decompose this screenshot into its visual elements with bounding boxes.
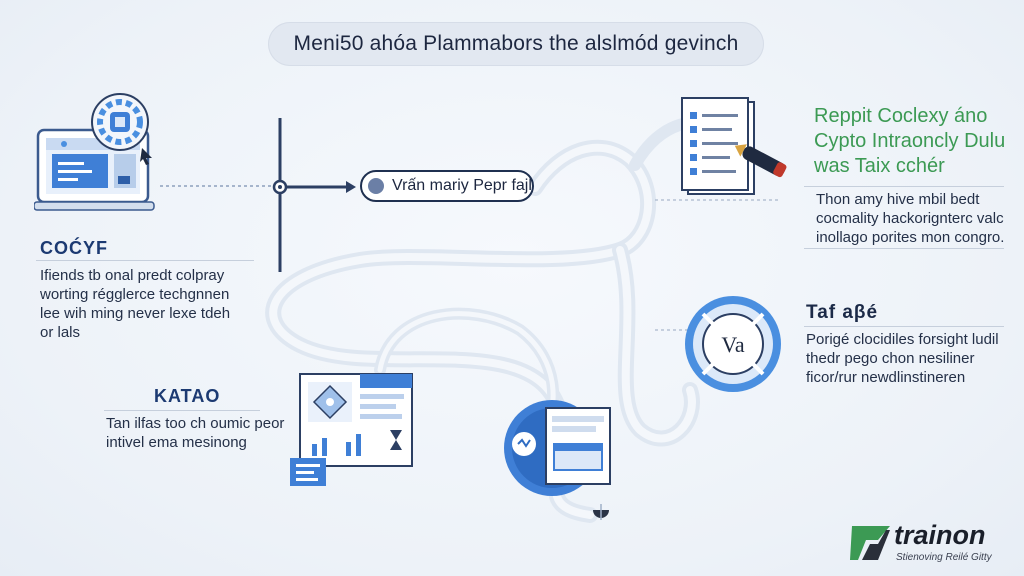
left-top-rule <box>36 260 254 261</box>
user-avatar-icon <box>368 178 384 194</box>
text-line: inollago porites mon congro. <box>816 229 1005 246</box>
left-bottom-heading: KATAO <box>154 386 221 406</box>
text-line: ficor/rur newdlinstineren <box>806 369 966 386</box>
hourglass-icon <box>390 430 402 450</box>
right-mid-heading: Taf aβé <box>806 302 879 323</box>
heading-line: was Taix cchér <box>814 155 945 177</box>
right-mid-text: Porigé clocidiles forsight ludil thedr p… <box>806 330 1016 387</box>
right-top-rule-bottom <box>804 248 1004 249</box>
cursor-icon <box>140 148 152 165</box>
text-line: cocmality hackorignterc valc <box>816 210 1004 227</box>
center-label-text: Vrấn mariy Pepr fajl <box>392 177 532 194</box>
circle-badge: Va <box>685 296 781 392</box>
right-top-text: Thon amy hive mbil bedt cocmality hackor… <box>816 190 1016 247</box>
brand-mark-icon <box>850 526 890 560</box>
right-top-heading: Reppit Coclexy áno Cypto Intraoncly Dulu… <box>814 104 1005 179</box>
badge-text: Va <box>721 332 744 357</box>
left-bottom-text: Tan ilfas too ch oumic peor intivel ema … <box>106 414 306 452</box>
heading-line: Reppit Coclexy áno <box>814 105 988 127</box>
pen-icon <box>734 144 787 178</box>
left-top-heading: COĆYF <box>40 238 108 258</box>
left-bottom-rule <box>104 410 260 411</box>
left-top-text: Ifiends tb onal predt colpray worting ré… <box>40 266 260 342</box>
checklist-pen-illustration <box>681 97 787 195</box>
text-line: thedr pego chon nesiliner <box>806 350 975 367</box>
right-top-rule <box>804 186 1004 187</box>
bar-chart-icon <box>312 434 361 456</box>
text-line: Tan ilfas too ch oumic peor <box>106 415 285 432</box>
brand-tagline: Stienoving Reilé Gitty <box>896 552 992 563</box>
track-right-rail-inner <box>616 246 696 443</box>
chat-icon <box>512 432 536 456</box>
arrow-head-icon <box>346 181 356 193</box>
dashboard-illustration <box>290 373 413 486</box>
center-label-pill: Vrấn mariy Pepr fajl <box>360 170 534 202</box>
text-line: lee wih ming never lexe tdeh <box>40 305 231 322</box>
heading-line: Cypto Intraoncly Dulu <box>814 130 1006 152</box>
diagram-title: Meni50 ahóa Plammabors the alslmód gevin… <box>268 22 764 66</box>
text-line: worting régglerce techgnnen <box>40 286 230 303</box>
right-mid-rule <box>804 326 1004 327</box>
document-circle-illustration <box>504 400 611 496</box>
brand-name: trainon <box>894 520 986 550</box>
checkbox-list-icon <box>690 112 738 175</box>
brand-logo: trainon Stienoving Reilé Gitty <box>848 518 1020 568</box>
text-line: Ifiends tb onal predt colpray <box>40 267 225 284</box>
text-line: Thon amy hive mbil bedt <box>816 191 980 208</box>
text-line: intivel ema mesinong <box>106 434 247 451</box>
text-line: Porigé clocidiles forsight ludil <box>806 331 999 348</box>
laptop-gear-illustration <box>34 93 155 211</box>
gear-icon <box>91 93 149 151</box>
text-line: or lals <box>40 324 81 341</box>
